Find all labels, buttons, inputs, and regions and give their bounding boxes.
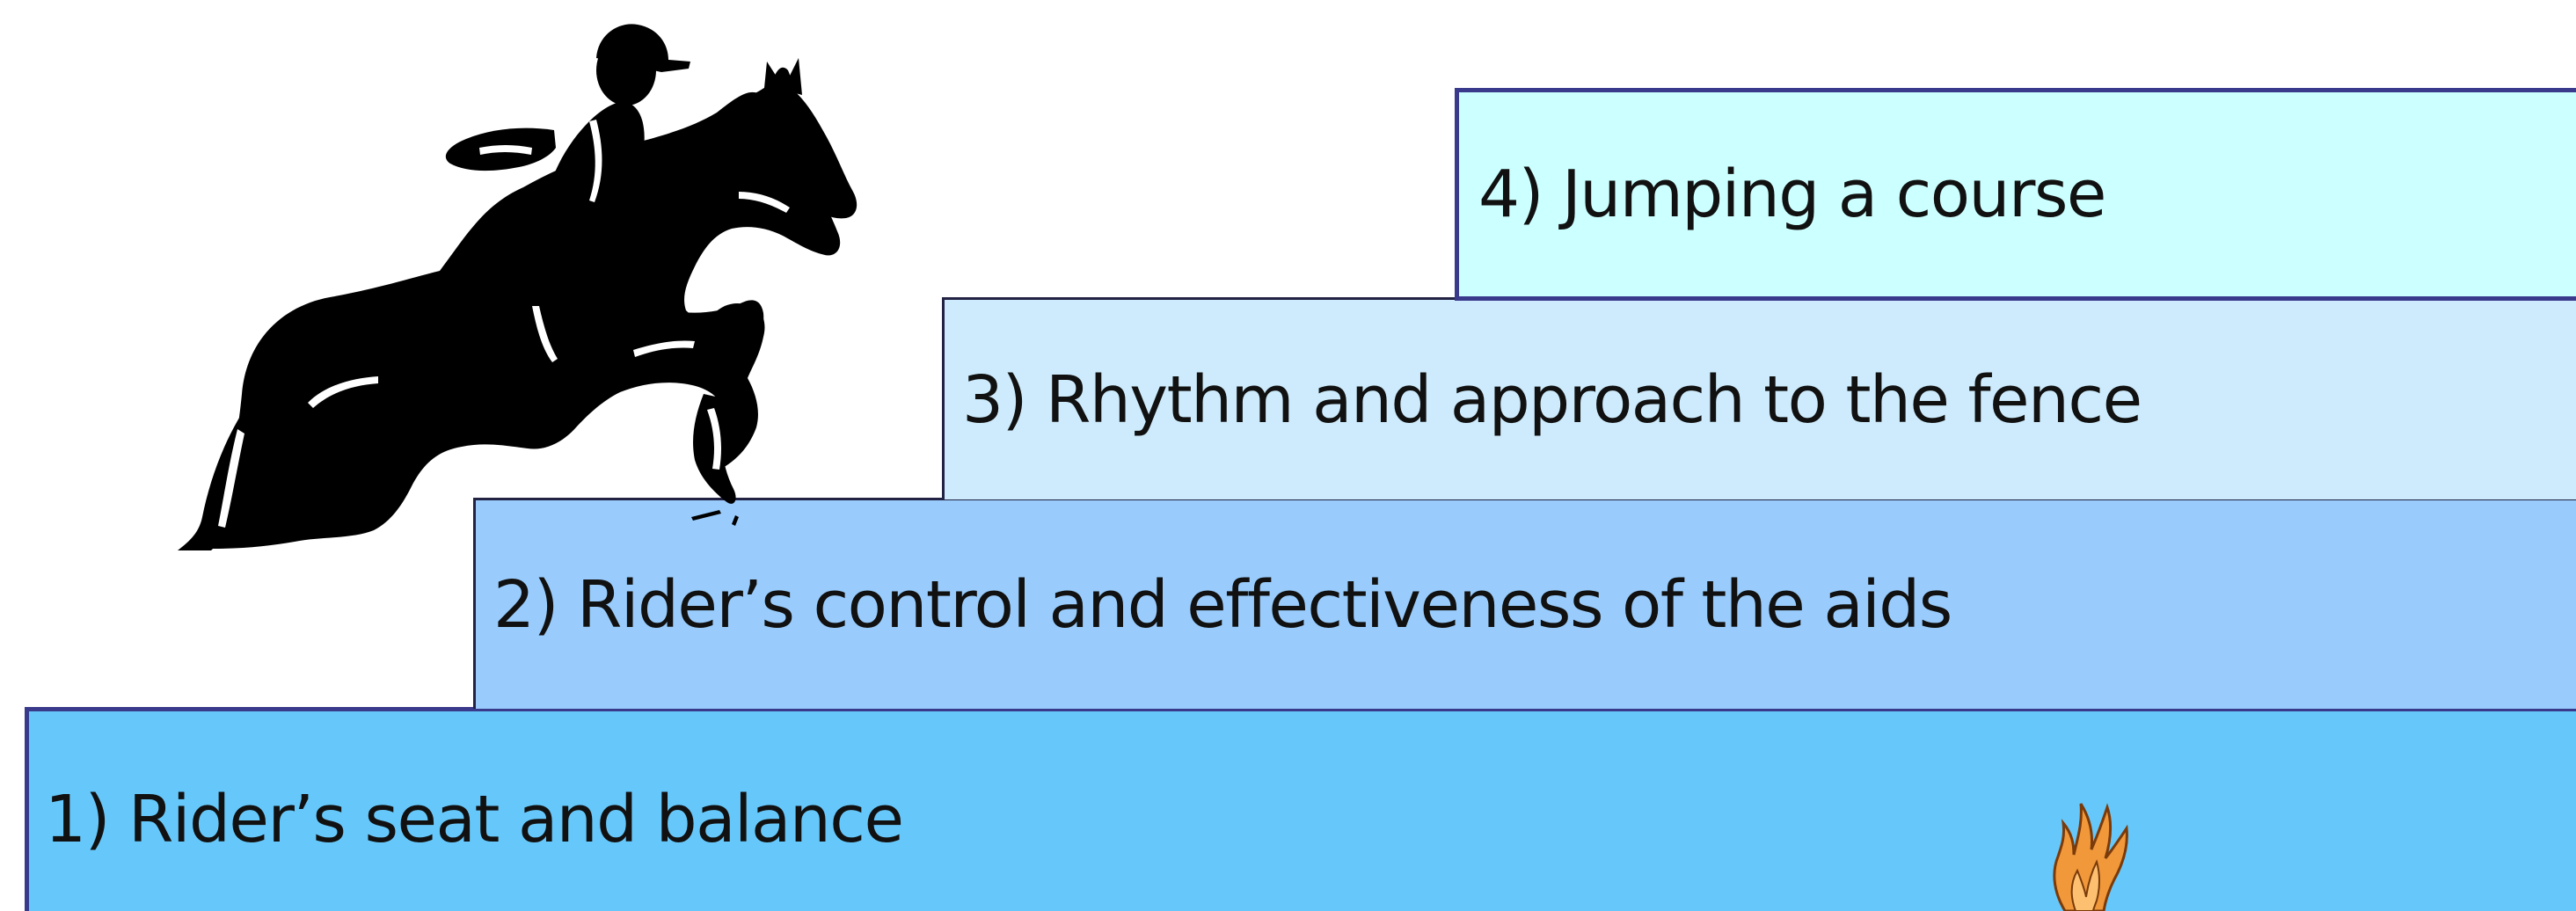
step-3-label: 3) Rhythm and approach to the fence [962, 361, 2142, 438]
step-2-block: 2) Rider’s control and effectiveness of … [473, 498, 2576, 709]
step-1-label: 1) Rider’s seat and balance [45, 782, 904, 857]
step-4-label: 4) Jumping a course [1478, 157, 2106, 232]
horse-and-rider-jumping-icon [178, 24, 857, 550]
step-1-block: 1) Rider’s seat and balance [25, 707, 2576, 911]
step-2-label: 2) Rider’s control and effectiveness of … [493, 566, 1952, 643]
flame-icon [2053, 803, 2128, 911]
step-3-block: 3) Rhythm and approach to the fence [942, 297, 2576, 499]
step-4-block: 4) Jumping a course [1455, 88, 2576, 301]
